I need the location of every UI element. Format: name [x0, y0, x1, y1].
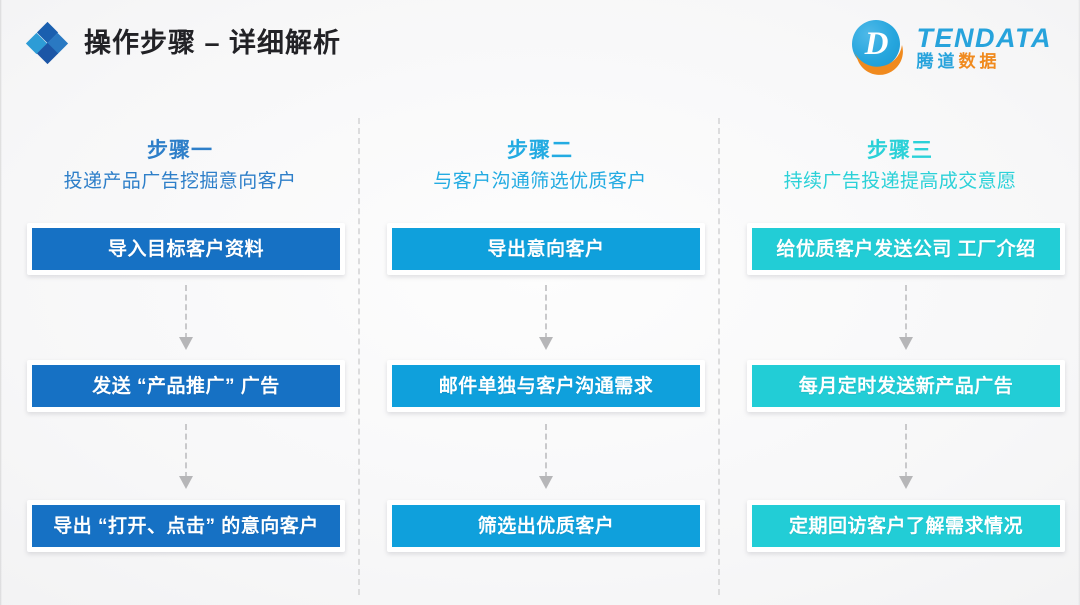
step-3-box-3-label: 定期回访客户了解需求情况 — [788, 515, 1023, 537]
logo-chinese-text: 腾道数据 — [916, 52, 1052, 72]
step-1-box-1-label: 导入目标客户资料 — [107, 238, 264, 260]
connector-stem — [545, 285, 547, 339]
step-2-box-1-label: 导出意向客户 — [487, 238, 605, 260]
logo-letter-d: D — [864, 26, 889, 62]
page-title: 操作步骤 – 详细解析 — [84, 27, 342, 58]
step-2-name: 步骤二 — [507, 139, 573, 162]
arrow-down-icon — [899, 337, 913, 350]
step-1-name: 步骤一 — [147, 139, 213, 162]
step-1-box-2-label: 发送 “产品推广” 广告 — [92, 375, 280, 397]
step-2-connector-2 — [539, 424, 553, 492]
steps-grid: 步骤一 投递产品广告挖掘意向客户 导入目标客户资料 发送 “产品推广” 广告 导… — [0, 110, 1080, 605]
arrow-down-icon — [179, 337, 193, 350]
step-1-connector-2 — [179, 424, 193, 492]
step-column-1: 步骤一 投递产品广告挖掘意向客户 导入目标客户资料 发送 “产品推广” 广告 导… — [0, 110, 360, 605]
step-3-connector-2 — [899, 424, 913, 492]
step-2-box-2-label: 邮件单独与客户沟通需求 — [438, 375, 654, 397]
step-3-connector-1 — [899, 285, 913, 353]
step-3-box-3[interactable]: 定期回访客户了解需求情况 — [747, 500, 1065, 552]
column-divider-1 — [358, 118, 360, 595]
step-1-description: 投递产品广告挖掘意向客户 — [63, 171, 297, 193]
step-2-box-3-label: 筛选出优质客户 — [477, 515, 615, 537]
step-column-1-header: 步骤一 投递产品广告挖掘意向客户 — [10, 138, 350, 195]
step-column-2-header: 步骤二 与客户沟通筛选优质客户 — [370, 138, 710, 195]
slide-header: 操作步骤 – 详细解析 D TENDATA 腾道数据 — [0, 0, 1080, 96]
logo-mark-icon: D — [849, 18, 907, 76]
step-3-box-1-label: 给优质客户发送公司 工厂介绍 — [776, 238, 1036, 260]
column-divider-2 — [718, 118, 720, 595]
connector-stem — [185, 424, 187, 478]
logo-english-text: TENDATA — [916, 22, 1052, 53]
connector-stem — [905, 285, 907, 339]
arrow-down-icon — [539, 337, 553, 350]
step-1-box-3-label: 导出 “打开、点击” 的意向客户 — [53, 515, 319, 537]
step-2-box-1[interactable]: 导出意向客户 — [387, 223, 705, 275]
step-3-box-1[interactable]: 给优质客户发送公司 工厂介绍 — [747, 223, 1065, 275]
step-column-3: 步骤三 持续广告投递提高成交意愿 给优质客户发送公司 工厂介绍 每月定时发送新产… — [720, 110, 1080, 605]
step-3-description: 持续广告投递提高成交意愿 — [783, 171, 1017, 193]
step-3-box-2-label: 每月定时发送新产品广告 — [798, 375, 1014, 397]
logo-chinese-part1: 腾道 — [916, 52, 959, 72]
step-1-box-2[interactable]: 发送 “产品推广” 广告 — [27, 360, 345, 412]
connector-stem — [545, 424, 547, 478]
step-2-connector-1 — [539, 285, 553, 353]
tendata-logo: D TENDATA 腾道数据 — [849, 16, 1052, 78]
logo-wordmark: TENDATA 腾道数据 — [917, 22, 1052, 72]
logo-chinese-part2: 数据 — [958, 52, 1001, 72]
connector-stem — [185, 285, 187, 339]
step-3-box-2[interactable]: 每月定时发送新产品广告 — [747, 360, 1065, 412]
arrow-down-icon — [179, 476, 193, 489]
step-2-box-2[interactable]: 邮件单独与客户沟通需求 — [387, 360, 705, 412]
step-1-box-1[interactable]: 导入目标客户资料 — [27, 223, 345, 275]
step-2-description: 与客户沟通筛选优质客户 — [433, 171, 647, 193]
connector-stem — [905, 424, 907, 478]
diamond-cluster-icon — [25, 21, 69, 65]
arrow-down-icon — [899, 476, 913, 489]
title-group: 操作步骤 – 详细解析 — [25, 21, 342, 65]
logo-swoosh-icon — [853, 45, 903, 75]
step-column-3-header: 步骤三 持续广告投递提高成交意愿 — [730, 138, 1070, 195]
arrow-down-icon — [539, 476, 553, 489]
step-1-box-3[interactable]: 导出 “打开、点击” 的意向客户 — [27, 500, 345, 552]
step-1-connector-1 — [179, 285, 193, 353]
step-column-2: 步骤二 与客户沟通筛选优质客户 导出意向客户 邮件单独与客户沟通需求 筛选出优质… — [360, 110, 720, 605]
step-2-box-3[interactable]: 筛选出优质客户 — [387, 500, 705, 552]
step-3-name: 步骤三 — [867, 139, 933, 162]
